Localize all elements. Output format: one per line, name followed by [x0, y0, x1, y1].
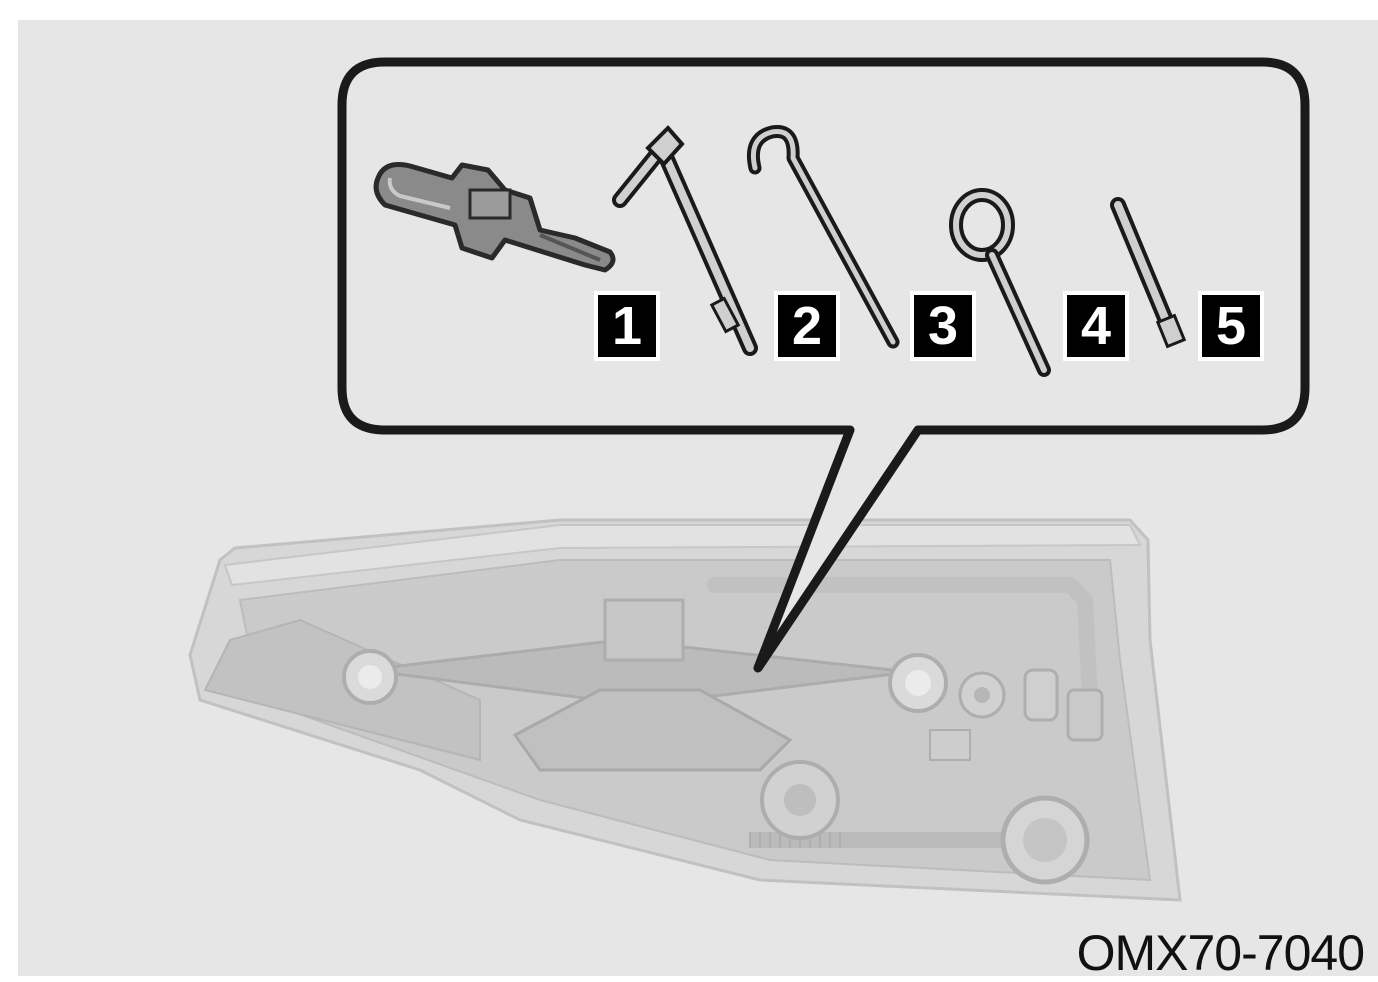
tool-storage-tray [190, 520, 1180, 900]
callout-label-2: 2 [774, 291, 840, 361]
callout-label-3: 3 [910, 291, 976, 361]
callout-label-4: 4 [1063, 291, 1129, 361]
figure-code: OMX70-7040 [1077, 924, 1364, 982]
callout-label-1: 1 [594, 291, 660, 361]
callout-label-5: 5 [1198, 291, 1264, 361]
